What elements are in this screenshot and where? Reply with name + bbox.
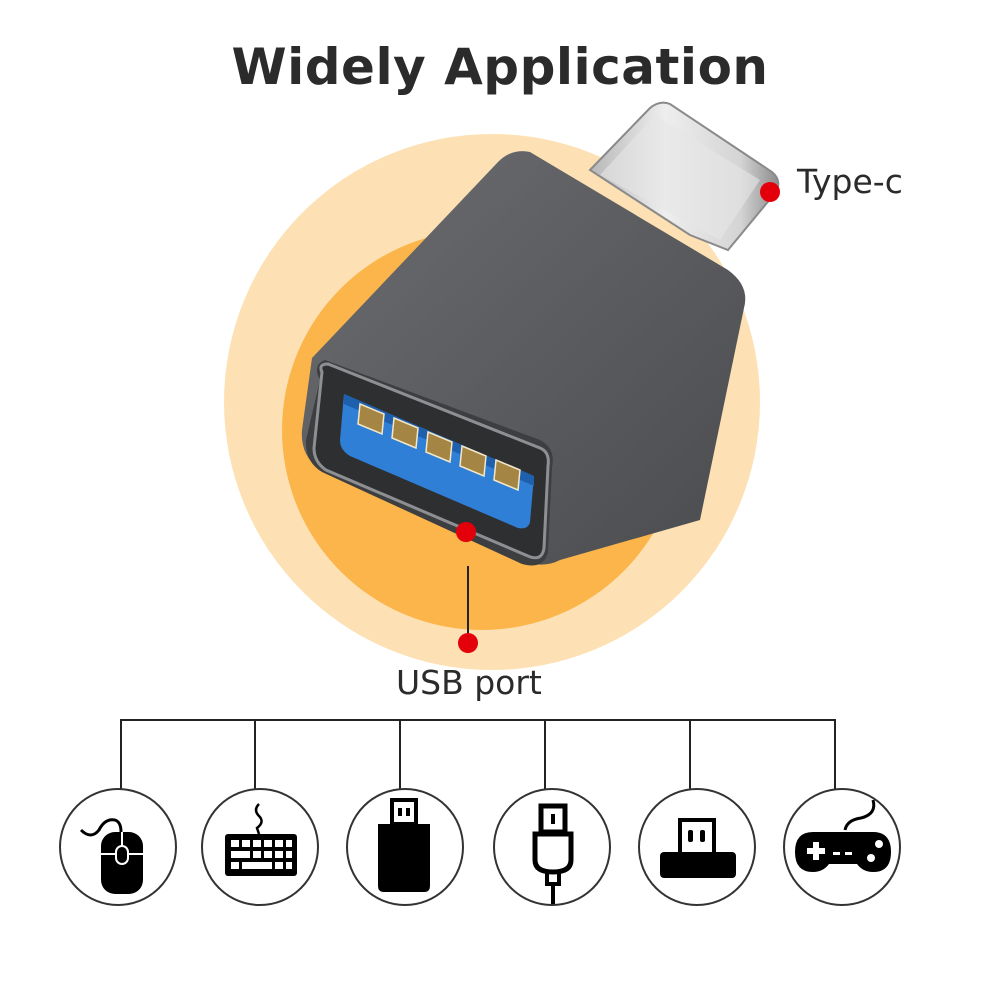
flash-drive-icon	[378, 798, 430, 892]
device-gamepad	[783, 788, 901, 906]
usb-receiver-icon	[660, 818, 736, 878]
device-flash-drive	[346, 788, 464, 906]
mouse-icon	[79, 818, 143, 894]
usb-cable-icon	[532, 803, 574, 904]
device-mouse	[59, 788, 177, 906]
usb-port-marker	[456, 522, 476, 542]
device-keyboard	[201, 788, 319, 906]
usb-port-label-marker	[458, 633, 478, 653]
type-c-marker	[760, 182, 780, 202]
gamepad-icon	[795, 799, 891, 872]
type-c-label: Type-c	[797, 162, 903, 201]
usb-pins	[357, 402, 521, 492]
usb-port-label: USB port	[396, 663, 542, 702]
device-usb-cable	[493, 788, 611, 906]
device-usb-receiver	[638, 788, 756, 906]
adapter-body	[301, 151, 746, 566]
page-title: Widely Application	[231, 38, 769, 96]
keyboard-icon	[225, 803, 297, 876]
device-connector-lines	[120, 719, 836, 790]
